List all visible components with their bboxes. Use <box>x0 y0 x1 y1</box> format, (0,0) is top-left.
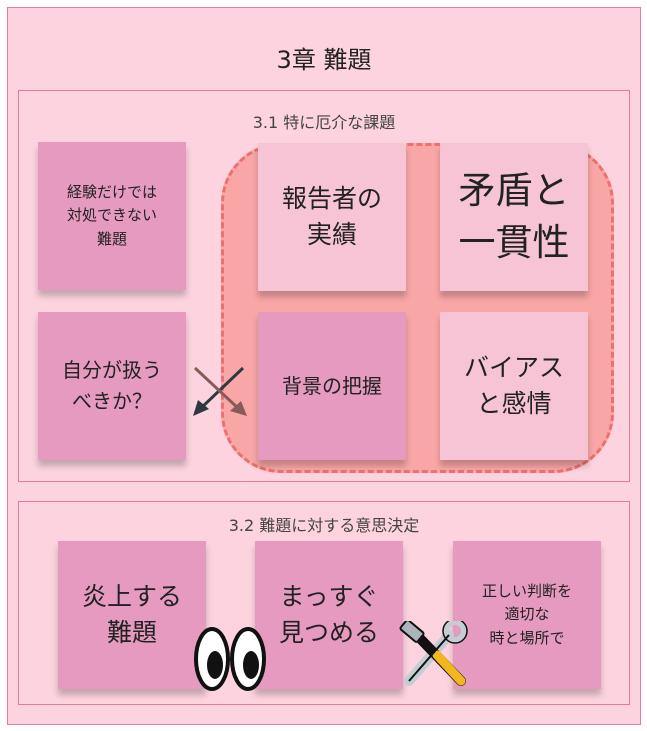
note-reporter: 報告者の 実績 <box>258 143 406 291</box>
tools-icon <box>399 621 468 686</box>
cross-arrows-icon <box>193 366 247 416</box>
section-3-2-title: 3.2 難題に対する意思決定 <box>228 516 420 535</box>
note-right-time: 正しい判断を 適切な 時と場所で <box>453 541 601 689</box>
note-experience: 経験だけでは 対処できない 難題 <box>38 142 186 290</box>
note-background: 背景の把握 <box>258 312 406 460</box>
note-stare: まっすぐ 見つめる <box>255 541 403 689</box>
note-flaming: 炎上する 難題 <box>58 541 206 689</box>
eyes-icon <box>194 627 266 691</box>
section-3-1-title: 3.1 特に厄介な課題 <box>252 113 396 132</box>
note-bias: バイアス と感情 <box>440 312 588 460</box>
note-contradiction: 矛盾と 一貫性 <box>440 143 588 291</box>
chapter-title: 3章 難題 <box>276 46 372 74</box>
note-ownership: 自分が扱う べきか？ <box>38 312 186 460</box>
